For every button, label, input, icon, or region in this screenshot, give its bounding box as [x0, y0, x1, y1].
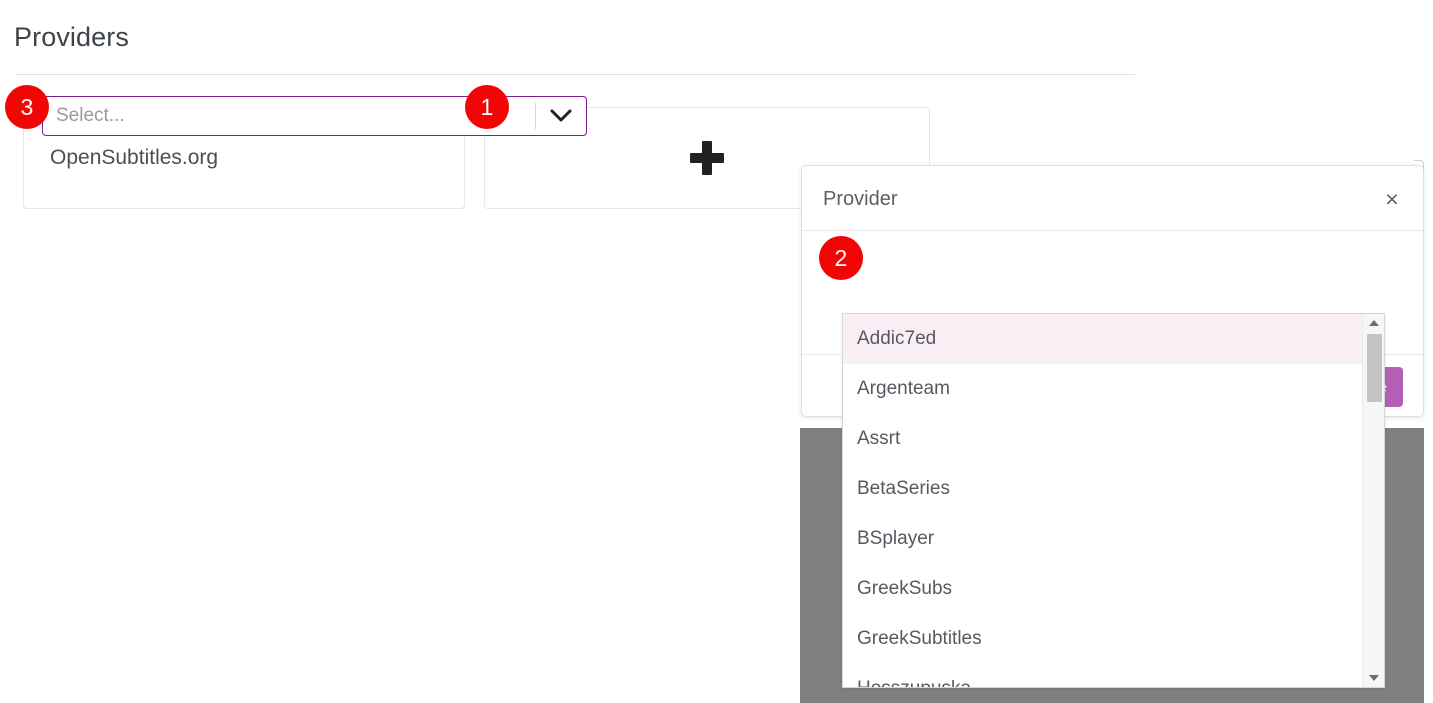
page-title: Providers [14, 22, 129, 52]
provider-option[interactable]: Argenteam [857, 378, 950, 399]
dialog-frame-corner [1414, 160, 1424, 170]
select-separator [535, 103, 536, 129]
scroll-up-arrow-icon[interactable] [1363, 314, 1384, 332]
provider-option[interactable]: Addic7ed [843, 314, 1362, 364]
provider-option[interactable]: Hosszupuska [843, 664, 1362, 687]
modal-header: Provider × [802, 166, 1423, 231]
scroll-down-arrow-icon[interactable] [1363, 669, 1384, 687]
chevron-down-icon[interactable] [536, 109, 586, 123]
provider-option[interactable]: BSplayer [857, 528, 935, 549]
dropdown-scrollbar-thumb[interactable] [1367, 334, 1382, 402]
header-divider [15, 74, 1135, 75]
provider-option[interactable]: BetaSeries [857, 478, 950, 499]
provider-select-placeholder: Select... [56, 105, 125, 126]
close-icon[interactable]: × [1385, 186, 1399, 212]
step-badge-1: 1 [465, 85, 509, 129]
provider-card-label: OpenSubtitles.org [50, 146, 219, 169]
step-badge-3: 3 [5, 85, 49, 129]
provider-option[interactable]: Assrt [857, 428, 901, 449]
provider-option[interactable]: GreekSubtitles [857, 628, 982, 649]
plus-icon [690, 141, 724, 175]
modal-title: Provider [823, 188, 898, 210]
dropdown-scrollbar[interactable] [1362, 314, 1384, 687]
provider-option[interactable]: GreekSubs [857, 578, 953, 599]
step-badge-2: 2 [819, 236, 863, 280]
